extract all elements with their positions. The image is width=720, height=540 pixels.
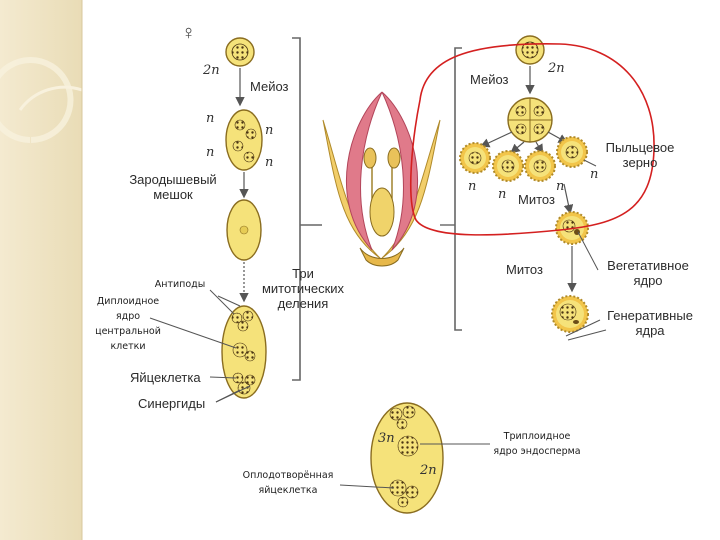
bracket-right bbox=[455, 48, 462, 330]
embryo-sac-cell bbox=[227, 200, 261, 260]
pollen-generative bbox=[552, 296, 588, 332]
fertilized-egg-note: Оплодотворённая яйцеклетка bbox=[236, 468, 340, 498]
mitosis-label-2: Митоз bbox=[506, 262, 543, 277]
three-mitotic-divisions-label: Три митотических деления bbox=[248, 266, 358, 311]
ploidy-n-3: n bbox=[206, 146, 214, 160]
ploidy-n-7: n bbox=[556, 180, 564, 194]
ploidy-n-6: n bbox=[498, 188, 506, 202]
ploidy-2n-bottom: 2n bbox=[420, 464, 437, 478]
ploidy-2n-female: 2n bbox=[203, 64, 220, 78]
ploidy-n-1: n bbox=[206, 112, 214, 126]
ploidy-n-5: n bbox=[468, 180, 476, 194]
flower-illustration bbox=[323, 92, 440, 266]
fertilized-embryo-sac bbox=[371, 403, 443, 513]
triploid-endosperm-note: Триплоидное ядро эндосперма bbox=[484, 429, 590, 459]
megaspores-tetrad bbox=[226, 110, 262, 170]
ploidy-3n: 3n bbox=[378, 432, 395, 446]
meiosis-label-female: Мейоз bbox=[250, 79, 289, 94]
female-symbol: ♀ bbox=[181, 22, 196, 44]
microspore-tetrad bbox=[508, 98, 552, 142]
synergids-label: Синергиды bbox=[138, 396, 205, 411]
mitosis-label-1: Митоз bbox=[518, 192, 555, 207]
megaspore-mother-cell bbox=[226, 38, 254, 66]
antipodes-note: Антиподы bbox=[150, 277, 210, 292]
vegetative-nucleus-label: Вегетативное ядро bbox=[596, 258, 700, 288]
ploidy-2n-male: 2n bbox=[548, 62, 565, 76]
ploidy-n-8: n bbox=[590, 168, 598, 182]
embryo-sac-label: Зародышевый мешок bbox=[118, 172, 228, 202]
egg-cell-label: Яйцеклетка bbox=[130, 370, 201, 385]
generative-nuclei-label: Генеративные ядра bbox=[598, 308, 702, 338]
bracket-left bbox=[292, 38, 300, 380]
mature-embryo-sac bbox=[222, 306, 266, 398]
pollen-grain-label: Пыльцевое зерно bbox=[598, 140, 682, 170]
diploid-central-note: Диплоидное ядро центральной клетки bbox=[90, 294, 166, 354]
left-decor-panel bbox=[0, 0, 82, 540]
ploidy-n-2: n bbox=[265, 124, 273, 138]
ploidy-n-4: n bbox=[265, 156, 273, 170]
pollen-grains bbox=[460, 137, 587, 181]
microspore-mother-cell bbox=[516, 36, 544, 64]
meiosis-label-male: Мейоз bbox=[470, 72, 509, 87]
arrow-mitosis-1 bbox=[564, 184, 570, 212]
